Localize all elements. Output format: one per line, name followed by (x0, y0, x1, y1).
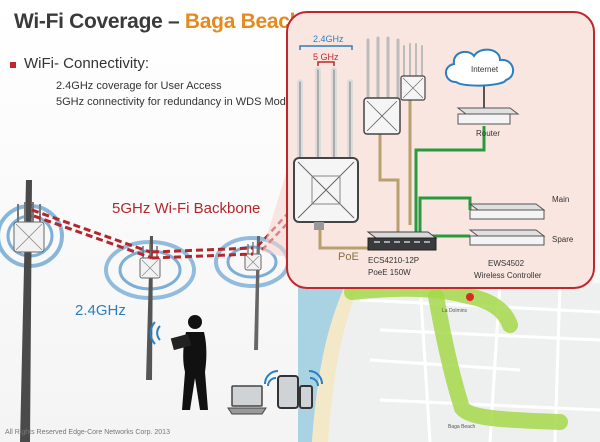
map-label-baga-beach: Baga Beach (448, 424, 475, 430)
band-labels: 2.4GHz 5 GHz (299, 34, 353, 66)
controller-spare-icon: Spare (468, 229, 574, 246)
copyright-footer: All Rights Reserved Edge-Core Networks C… (5, 429, 170, 436)
access-point-2 (363, 36, 401, 135)
bullet-line-1: 2.4GHz coverage for User Access (56, 80, 222, 92)
main-label: Main (552, 195, 569, 204)
spare-label: Spare (552, 235, 574, 244)
outdoor-ap-3 (244, 242, 262, 271)
wifi-waves (0, 204, 290, 300)
device-wifi-icons (149, 321, 323, 387)
access-point-3 (400, 43, 426, 101)
controller-model-label: EWS4502 (488, 259, 525, 268)
access-band-label: 2.4GHz (75, 302, 126, 319)
network-panel: 2.4GHz 5 GHz Internet (286, 11, 595, 289)
router-label: Router (476, 129, 500, 138)
outdoor-ap-1 (13, 202, 45, 253)
slide-title: Wi-Fi Coverage – Baga Beach (14, 10, 303, 33)
band-24-label: 2.4GHz (313, 34, 344, 44)
switch-model-label: ECS4210-12P (368, 256, 419, 265)
main-access-point (293, 67, 359, 230)
bullet-marker (10, 62, 16, 68)
outdoor-ap-2 (139, 244, 161, 279)
coverage-path-north (344, 280, 518, 333)
band-5-label: 5 GHz (313, 52, 339, 62)
coverage-path-south (428, 288, 568, 430)
phone-icon (299, 385, 313, 409)
internet-cloud-icon: Internet (445, 48, 515, 87)
controller-main-icon: Main (468, 195, 569, 220)
bullet-heading: WiFi- Connectivity: (24, 55, 150, 72)
poe-cable-ap-2 (378, 118, 400, 232)
poe-switch-icon (366, 231, 438, 251)
lan-cable-router (414, 126, 486, 232)
zoom-wedge (262, 160, 290, 258)
backbone-label: 5GHz Wi-Fi Backbone (112, 200, 261, 217)
coverage-map: La Dolmins Baga Beach (298, 280, 600, 442)
tablet-icon (277, 375, 299, 409)
map-label-la-dolmins: La Dolmins (442, 308, 468, 314)
map-marker (466, 293, 474, 301)
controller-role-label: Wireless Controller (474, 271, 542, 280)
internet-label: Internet (471, 65, 499, 74)
title-accent: Baga Beach (184, 10, 303, 33)
bullet-line-2: 5GHz connectivity for redundancy in WDS … (56, 96, 292, 108)
router-icon: Router (456, 107, 520, 138)
user-silhouette (170, 315, 208, 410)
laptop-icon (227, 385, 267, 415)
poe-label: PoE (338, 251, 359, 263)
switch-spec-label: PoeE 150W (368, 268, 411, 277)
